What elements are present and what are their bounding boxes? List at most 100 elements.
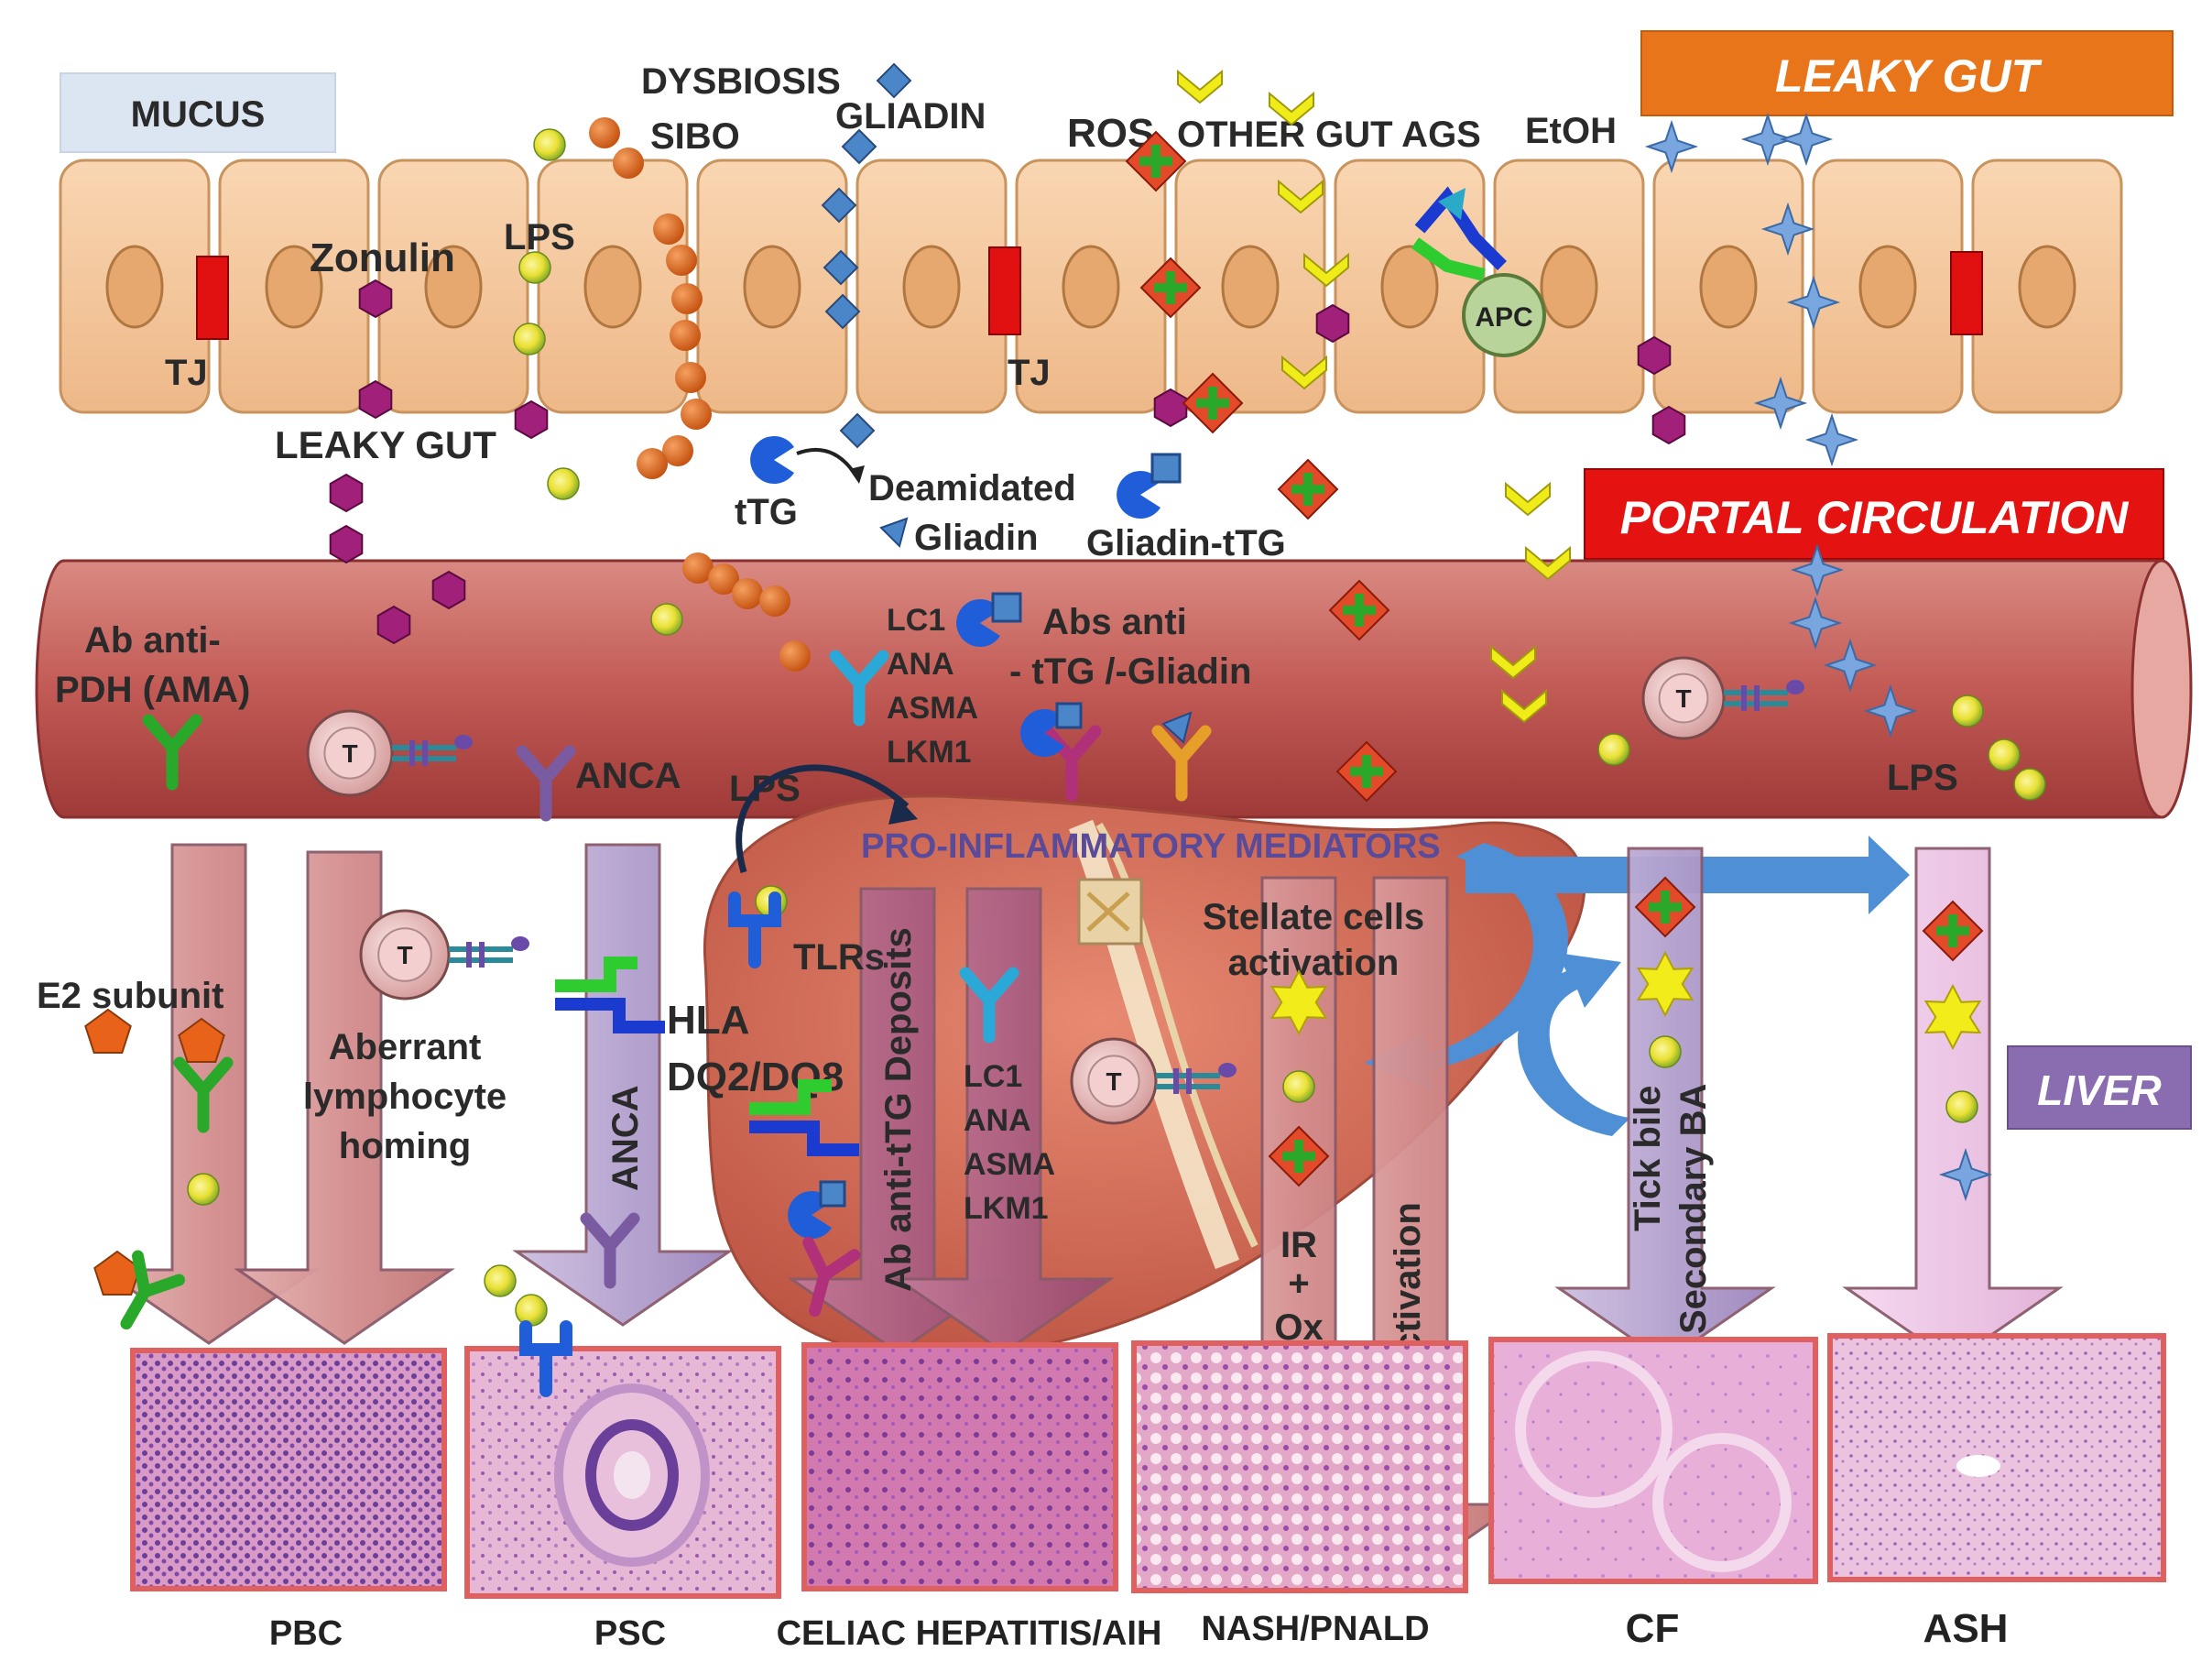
histology-ash <box>1827 1333 2166 1582</box>
lps-particle-icon <box>650 603 683 636</box>
nucleus <box>1380 245 1439 329</box>
bacteria-icon <box>589 117 620 148</box>
hla-label-1: HLA <box>667 998 749 1043</box>
lkm1-liver-label: LKM1 <box>964 1191 1049 1226</box>
gliadin-diamond-icon <box>876 62 912 99</box>
conversion-arrow-icon <box>796 447 858 478</box>
bacteria-icon <box>708 563 739 595</box>
t-cell-icon: T <box>359 909 529 1001</box>
etoh-star-icon <box>1644 119 1699 174</box>
apc-cell: APC <box>1462 273 1546 357</box>
bacteria-icon <box>732 578 763 609</box>
tlr-receptor-icon <box>519 1320 572 1397</box>
ros-cross-icon <box>1196 387 1229 420</box>
t-cell-receptor-bars <box>1741 685 1760 711</box>
bacteria-icon <box>759 585 790 617</box>
t-cell-receptor-tip <box>1218 1063 1237 1077</box>
antibody-shape <box>959 967 1019 1044</box>
bacteria-icon <box>779 640 811 672</box>
t-cell-label: T <box>397 941 412 969</box>
etoh-star-icon <box>1786 275 1841 330</box>
hla-molecule-icon <box>749 1079 859 1156</box>
histology-psc <box>464 1346 781 1599</box>
ros-cross-icon <box>1139 145 1172 178</box>
t-cell-receptor-tip <box>1786 680 1804 694</box>
leaky-gut-text: LEAKY GUT <box>275 423 496 466</box>
e2-subunit-label: E2 subunit <box>37 976 223 1016</box>
t-cell-nucleus <box>1658 672 1709 724</box>
asma-liver-label: ASMA <box>964 1147 1055 1182</box>
tj-mid-label: TJ <box>1008 353 1051 393</box>
lps-curved-arrow-icon <box>736 764 910 873</box>
hla-green <box>555 957 637 992</box>
ana-liver-label: ANA <box>964 1103 1031 1138</box>
other-gut-ags-label: OTHER GUT AGS <box>1177 115 1481 155</box>
t-cell-receptor-bars <box>409 740 428 766</box>
gliadin-ttg-label: Gliadin-tTG <box>1086 523 1286 563</box>
ttg-enzyme-icon <box>956 598 1000 648</box>
e2-subunit-icon <box>178 1017 225 1063</box>
ir-label: IR <box>1280 1225 1317 1265</box>
disease-psc: PSC <box>594 1614 666 1653</box>
tight-junction-left <box>196 256 229 340</box>
antigen-chevron-icon <box>1505 481 1551 517</box>
bacteria-icon <box>675 362 706 393</box>
etoh-star-icon <box>1790 542 1845 597</box>
antibody-shape <box>829 650 889 727</box>
ab-anti-ttg-deposits-label: Ab anti-tTG Deposits <box>878 927 919 1292</box>
ros-cross-icon <box>1282 1140 1315 1173</box>
anca-vessel-label: ANCA <box>575 756 681 796</box>
lc1-vessel-label: LC1 <box>887 603 945 638</box>
tight-junction-right <box>1950 251 1983 335</box>
mucus-banner: MUCUS <box>60 72 336 153</box>
lps-particle-icon <box>533 128 566 161</box>
lps-particle-icon <box>1988 738 2021 771</box>
disease-ash: ASH <box>1923 1606 2009 1651</box>
anti-gliadin-antibody-icon <box>1151 725 1212 802</box>
stellate-star-icon <box>1636 950 1694 1018</box>
aberrant-label-2: lymphocyte <box>303 1077 507 1117</box>
antibody-shape <box>142 714 202 791</box>
antibody-shape <box>516 745 576 822</box>
anca-arrow-icon <box>512 843 734 1327</box>
bacteria-icon <box>681 399 712 430</box>
bacteria-icon <box>670 320 701 351</box>
hla-molecule-icon <box>555 957 665 1033</box>
e2-subunit-icon <box>84 1008 132 1054</box>
t-cell-label: T <box>342 739 357 768</box>
gliadin-ttg-complex-icon <box>819 1180 846 1208</box>
antigen-chevron-icon <box>1278 179 1324 214</box>
tight-junction-mid <box>988 246 1021 335</box>
disease-nash-pnald: NASH/PNALD <box>1201 1610 1429 1648</box>
zonulin-hexagon-icon <box>1153 388 1188 428</box>
stellate-label-2: activation <box>1228 943 1400 983</box>
antibody-shape <box>802 1236 861 1318</box>
nucleus <box>1540 245 1598 329</box>
anca-antibody-icon <box>516 745 576 822</box>
ab-anti-pdh-line1: Ab anti- <box>84 620 221 661</box>
antigen-chevron-icon <box>1501 688 1547 724</box>
ros-cross-icon <box>1154 271 1187 304</box>
leaky-gut-banner-label: LEAKY GUT <box>1775 50 2043 102</box>
etoh-star-icon <box>1804 412 1859 467</box>
apc-label: APC <box>1475 302 1532 333</box>
feedback-arrow-icon <box>1365 843 1630 1136</box>
receptor-shape <box>728 891 781 968</box>
hla-green <box>749 1079 832 1115</box>
lps-particle-icon <box>547 467 580 500</box>
anti-ttg-antibody-icon <box>802 1236 861 1318</box>
pro-inflammatory-label: PRO-INFLAMMATORY MEDIATORS <box>861 827 1441 866</box>
ros-cross-icon <box>1343 594 1376 627</box>
zonulin-hexagon-icon <box>431 570 466 610</box>
t-cell-label: T <box>1675 684 1691 713</box>
mhc-receptor-icon <box>1411 186 1507 281</box>
t-cell-nucleus <box>323 727 376 780</box>
hla-label-2: DQ2/DQ8 <box>667 1055 844 1099</box>
lkm1-vessel-label: LKM1 <box>887 735 972 770</box>
ama-antibody-icon <box>120 1250 186 1330</box>
zonulin-hexagon-icon <box>1637 335 1672 376</box>
cf-arrow-icon <box>1554 847 1776 1363</box>
lps-particle-icon <box>515 1294 548 1327</box>
mucus-label: MUCUS <box>131 94 266 135</box>
lps-particle-icon <box>1649 1035 1682 1068</box>
